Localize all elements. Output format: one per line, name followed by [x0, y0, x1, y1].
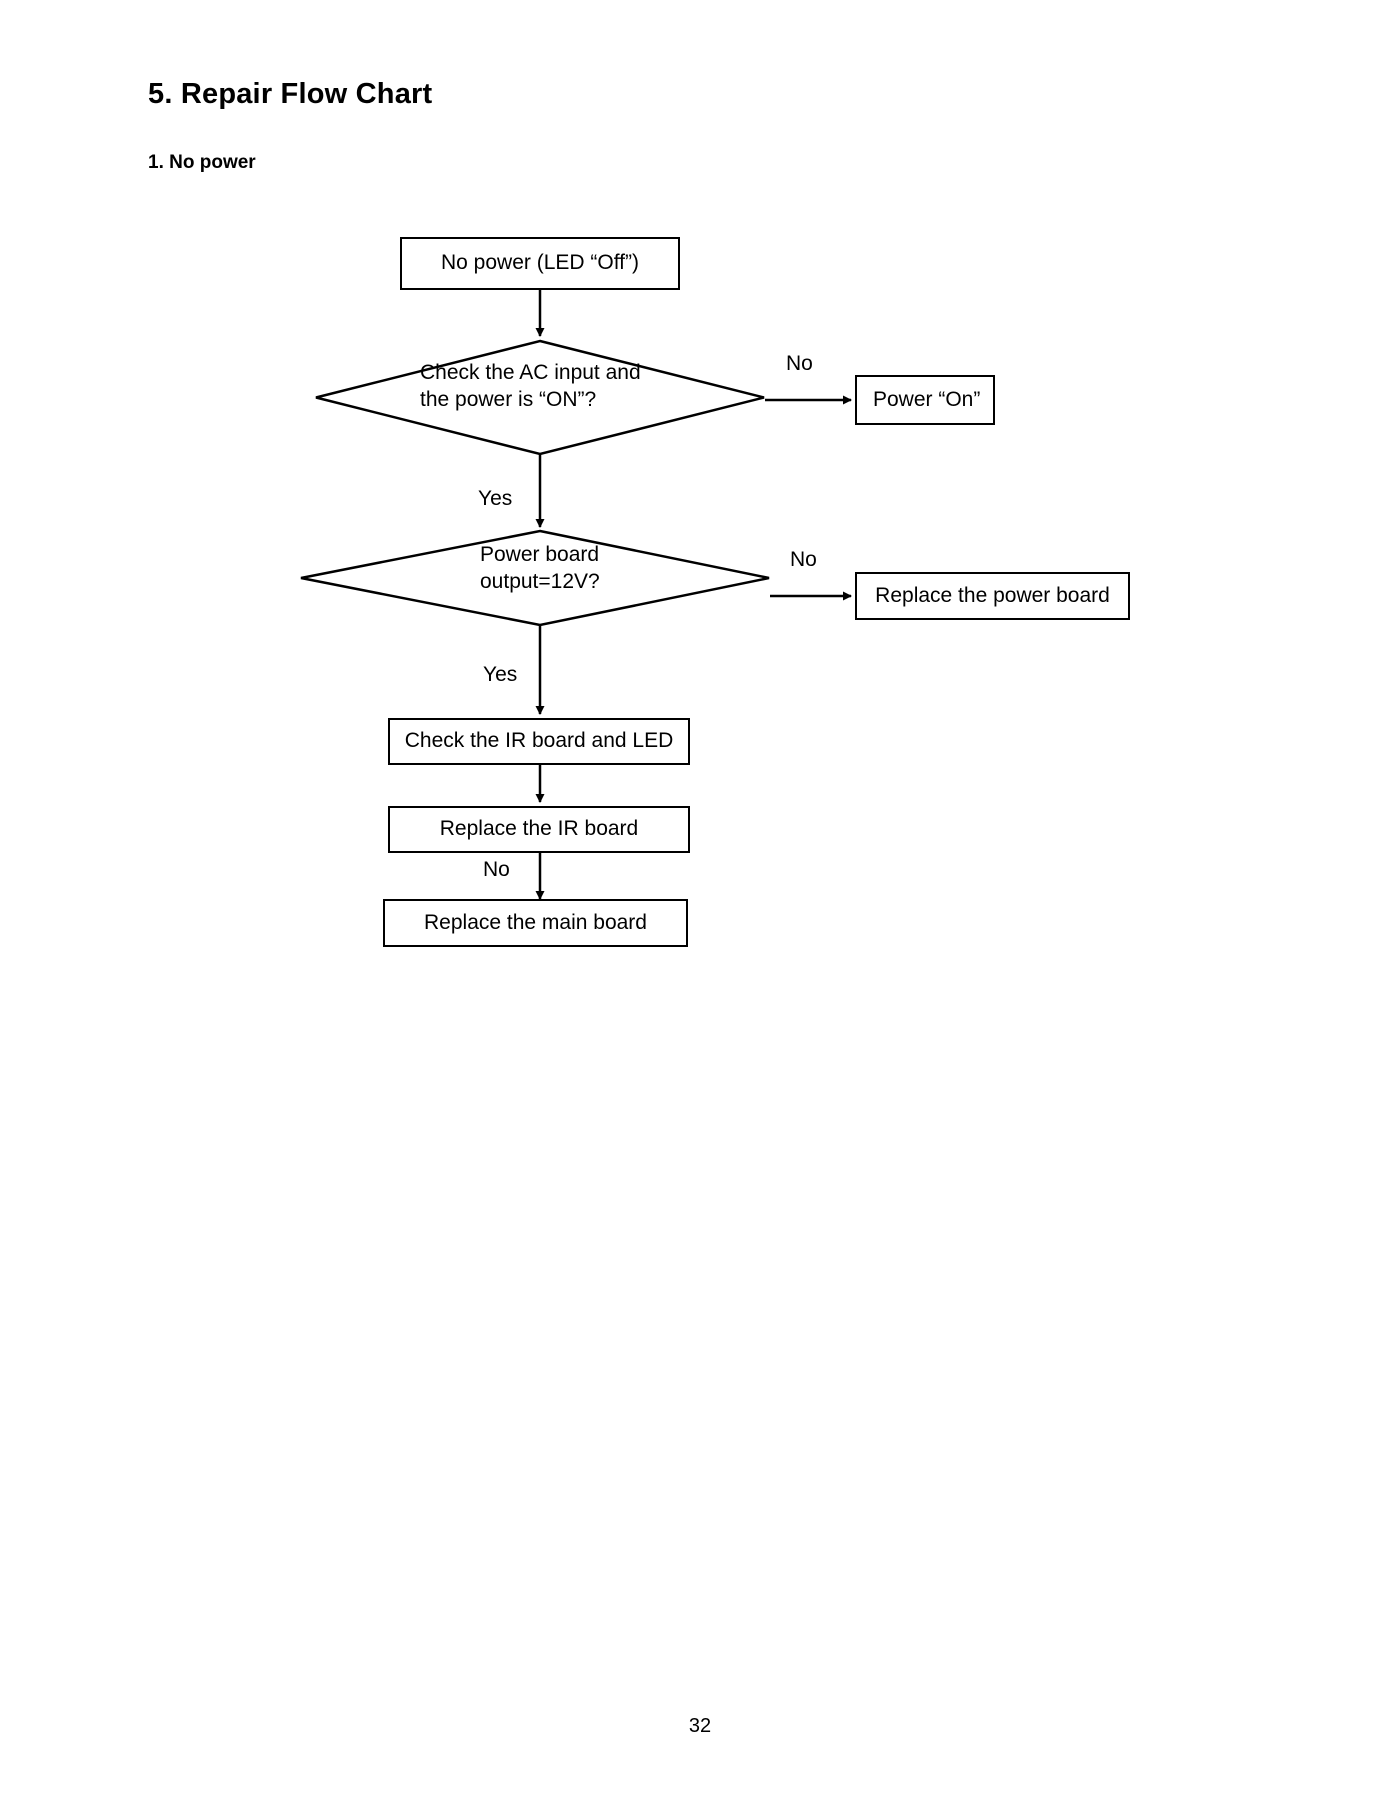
node-label: No power (LED “Off”)	[441, 251, 639, 275]
node-check-ir-board-led: Check the IR board and LED	[388, 718, 690, 765]
node-no-power: No power (LED “Off”)	[400, 237, 680, 290]
decision-label-line1: Check the AC input and	[420, 361, 641, 384]
flowchart: No power (LED “Off”) Check the AC input …	[300, 237, 1130, 947]
node-label: Power “On”	[873, 387, 981, 411]
node-label: Replace the IR board	[439, 817, 639, 841]
flowchart-connectors	[535, 290, 852, 900]
edge-label-yes-1: Yes	[478, 487, 513, 510]
page-number: 32	[688, 1715, 712, 1737]
diamond-shape	[315, 339, 765, 456]
decision-label-line1: Power board	[480, 543, 600, 566]
edge-label-no-3: No	[483, 858, 510, 881]
edge-label-no-1: No	[786, 352, 813, 375]
node-label: Replace the main board	[424, 910, 647, 934]
section-subtitle: 1. No power	[148, 152, 256, 173]
node-replace-power-board: Replace the power board	[855, 572, 1130, 620]
node-label: Replace the power board	[875, 583, 1110, 607]
edge-label-no-2: No	[790, 548, 817, 571]
decision-power-board-output: Power board output=12V?	[300, 529, 770, 627]
page-title: 5. Repair Flow Chart	[148, 78, 433, 110]
decision-label-line2: the power is “ON”?	[420, 387, 597, 411]
node-power-on: Power “On”	[855, 375, 995, 425]
edge-label-yes-2: Yes	[483, 663, 518, 686]
decision-label-line2: output=12V?	[480, 569, 600, 593]
diamond-shape	[300, 529, 770, 627]
decision-check-ac-input: Check the AC input and the power is “ON”…	[315, 339, 765, 456]
node-label: Check the IR board and LED	[404, 729, 674, 753]
node-replace-main-board: Replace the main board	[383, 899, 688, 947]
node-replace-ir-board: Replace the IR board	[388, 806, 690, 853]
